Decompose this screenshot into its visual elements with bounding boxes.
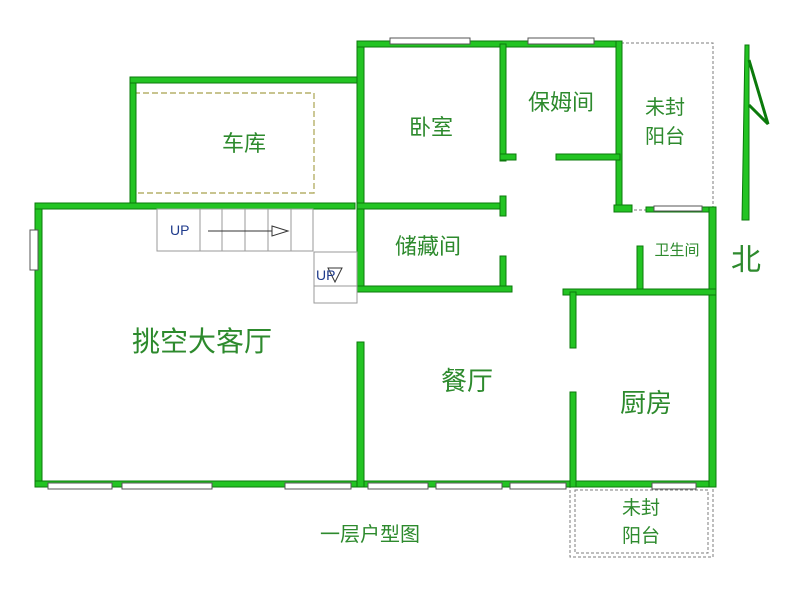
- dining-room-label: 餐厅: [441, 367, 493, 397]
- plan-caption: 一层户型图: [320, 522, 420, 546]
- storage-label: 储藏间: [395, 235, 461, 260]
- walls: [34, 40, 717, 488]
- balcony-top-label-line2: 阳台: [645, 124, 685, 148]
- balcony-top-label-line1: 未封: [645, 95, 685, 119]
- small-stairs-up-label: UP: [316, 267, 335, 283]
- kitchen-label: 厨房: [620, 389, 672, 419]
- main-stairs: [156, 208, 314, 252]
- balcony-bottom-inner-outline: [574, 489, 709, 554]
- windows: [29, 37, 703, 490]
- small-stairs-arrow-icon: [327, 267, 343, 284]
- north-label: 北: [731, 243, 761, 278]
- stairs-up-label: UP: [170, 222, 189, 238]
- bedroom-label: 卧室: [409, 116, 453, 141]
- bathroom-label: 卫生间: [654, 241, 699, 259]
- small-stairs: [313, 251, 358, 304]
- garage-label: 车库: [222, 132, 266, 157]
- nanny-room-label: 保姆间: [528, 91, 594, 116]
- balcony-bottom-label-line2: 阳台: [622, 525, 660, 547]
- living-room-label: 挑空大客厅: [132, 325, 272, 358]
- stairs-arrow-head-icon: [271, 225, 290, 237]
- north-arrow-icon: [741, 44, 770, 221]
- balcony-bottom-label-line1: 未封: [622, 497, 660, 519]
